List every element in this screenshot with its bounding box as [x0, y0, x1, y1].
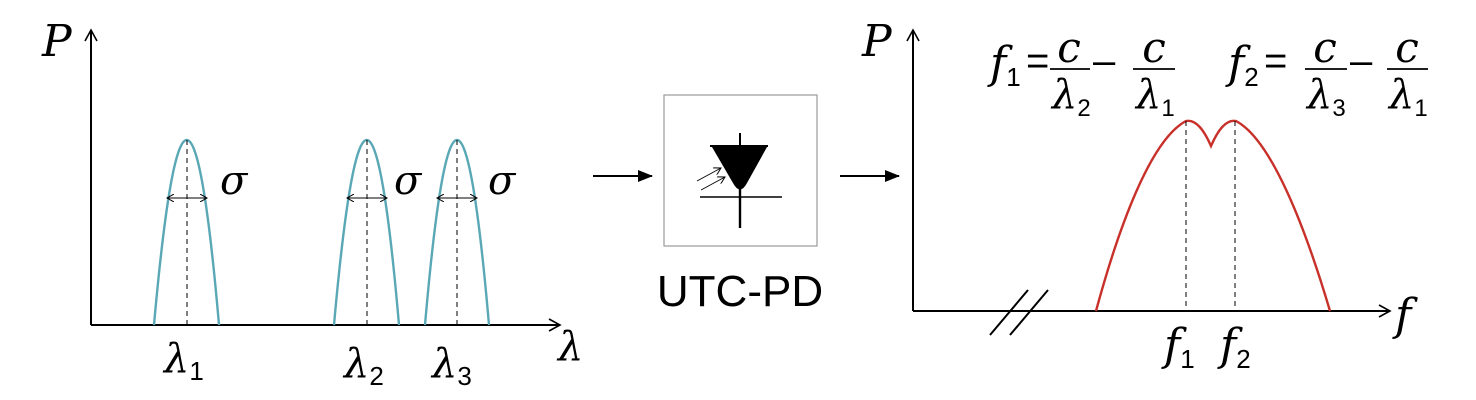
svg-text:c: c — [1313, 23, 1337, 72]
svg-text:λ1: λ1 — [1387, 72, 1428, 122]
svg-text:λ1: λ1 — [1134, 72, 1175, 122]
svg-text:–: – — [1093, 39, 1116, 83]
svg-text:c: c — [1395, 23, 1419, 72]
wavelength-peak-2: σ λ2 — [332, 139, 423, 391]
left-spectrum-plot: P λ σ λ1 σ λ2 σ — [41, 16, 583, 391]
left-y-axis-label: P — [41, 16, 73, 67]
svg-text:c: c — [1057, 23, 1081, 72]
peak-3-wavelength-label: λ3 — [430, 341, 472, 391]
wavelength-peak-3: σ λ3 — [423, 139, 517, 391]
svg-text:λ3: λ3 — [1305, 72, 1346, 122]
f1-tick-label: f1 — [1161, 320, 1195, 374]
photodiode-icon — [696, 133, 782, 228]
device-label: UTC-PD — [657, 267, 823, 316]
svg-text:=: = — [1026, 39, 1049, 83]
beat-frequency-curve — [1094, 119, 1332, 312]
f2-tick-label: f2 — [1217, 320, 1251, 374]
svg-text:=: = — [1264, 39, 1287, 83]
peak-2-width-label: σ — [394, 158, 423, 204]
utc-pd-device: UTC-PD — [657, 94, 823, 316]
right-y-axis-label: P — [861, 16, 893, 67]
svg-text:λ2: λ2 — [1050, 72, 1091, 122]
svg-text:f2: f2 — [1225, 38, 1259, 92]
peak-1-width-label: σ — [220, 158, 249, 204]
axis-break-mark-1 — [989, 289, 1029, 336]
formula-f1: f1 = c λ2 – c λ1 — [987, 23, 1175, 122]
right-spectrum-plot: P f f1 f2 f1 = c λ2 – c λ1 f2 = c — [861, 16, 1428, 374]
formula-f2: f2 = c λ3 – c λ1 — [1225, 23, 1428, 122]
axis-break-mark-2 — [1009, 289, 1049, 336]
svg-text:–: – — [1350, 39, 1373, 83]
svg-text:c: c — [1142, 23, 1166, 72]
peak-3-width-label: σ — [488, 158, 517, 204]
wavelength-peak-1: σ λ1 — [152, 139, 249, 386]
peak-2-wavelength-label: λ2 — [342, 341, 384, 391]
svg-text:f1: f1 — [987, 38, 1021, 92]
left-x-axis-label: λ — [556, 324, 583, 370]
peak-1-wavelength-label: λ1 — [162, 336, 204, 386]
right-x-axis-label: f — [1392, 290, 1418, 341]
